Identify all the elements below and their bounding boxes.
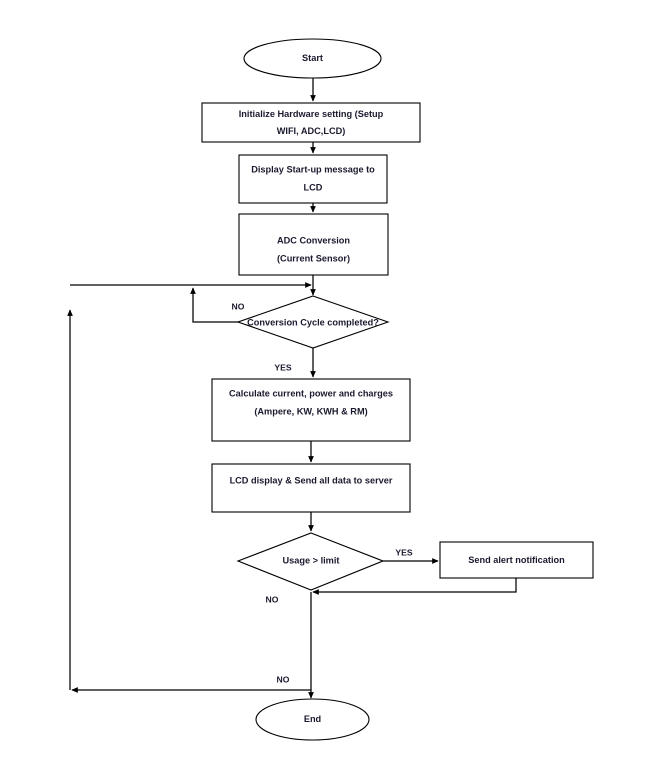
usage-limit-label: Usage > limit — [283, 555, 340, 565]
start-label: Start — [302, 53, 323, 63]
edge-alert-return — [312, 578, 517, 595]
conversion-cycle-diamond[interactable] — [236, 295, 390, 349]
send-alert-label: Send alert notification — [468, 555, 565, 565]
node-display-startup-message[interactable]: Display Start-up message to LCD — [238, 154, 388, 204]
node-end[interactable]: End — [255, 698, 370, 741]
edges-layer — [67, 78, 517, 699]
end-ellipse[interactable] — [255, 698, 370, 741]
node-conversion-cycle-decision[interactable]: Conversion Cycle completed? — [236, 295, 390, 349]
send-alert-box[interactable] — [439, 541, 594, 579]
calculate-box[interactable] — [211, 378, 411, 442]
calculate-label-line2: (Ampere, KW, KWH & RM) — [254, 406, 367, 416]
edge-label-yes-usage: YES — [395, 547, 412, 557]
adc-conversion-label-line2: (Current Sensor) — [277, 253, 350, 263]
conversion-cycle-label: Conversion Cycle completed? — [247, 317, 379, 327]
initialize-hardware-label-line1: Initialize Hardware setting (Setup — [239, 109, 384, 119]
node-calculate[interactable]: Calculate current, power and charges (Am… — [211, 378, 411, 442]
node-usage-limit-decision[interactable]: Usage > limit — [236, 532, 385, 591]
calculate-label-line1: Calculate current, power and charges — [229, 388, 393, 398]
display-startup-message-label-line1: Display Start-up message to — [251, 164, 375, 174]
end-label: End — [304, 714, 321, 724]
edge-label-no-end: NO — [277, 674, 290, 684]
display-startup-message-label-line2: LCD — [304, 182, 323, 192]
edge-label-no-conversion: NO — [232, 301, 245, 311]
edge-label-no-usage: NO — [266, 594, 279, 604]
usage-limit-diamond[interactable] — [236, 532, 385, 591]
adc-conversion-box[interactable] — [238, 213, 389, 276]
adc-conversion-label-line1: ADC Conversion — [277, 235, 350, 245]
initialize-hardware-label-line2: WIFI, ADC,LCD) — [277, 126, 346, 136]
node-adc-conversion[interactable]: ADC Conversion (Current Sensor) — [238, 213, 389, 276]
display-startup-message-box[interactable] — [238, 154, 388, 204]
node-lcd-send[interactable]: LCD display & Send all data to server — [211, 463, 411, 513]
initialize-hardware-box[interactable] — [201, 102, 421, 143]
edge-decision-no-loop — [190, 287, 240, 323]
node-start[interactable]: Start — [243, 38, 382, 79]
lcd-send-box[interactable] — [211, 463, 411, 513]
start-ellipse[interactable] — [243, 38, 382, 79]
node-send-alert[interactable]: Send alert notification — [439, 541, 594, 579]
nodes-layer: Start Initialize Hardware setting (Setup… — [201, 38, 594, 741]
lcd-send-label: LCD display & Send all data to server — [230, 475, 393, 485]
node-initialize-hardware[interactable]: Initialize Hardware setting (Setup WIFI,… — [201, 102, 421, 143]
edge-label-yes-conversion: YES — [274, 362, 291, 372]
edge-labels-layer: NO YES YES NO NO — [232, 301, 413, 684]
